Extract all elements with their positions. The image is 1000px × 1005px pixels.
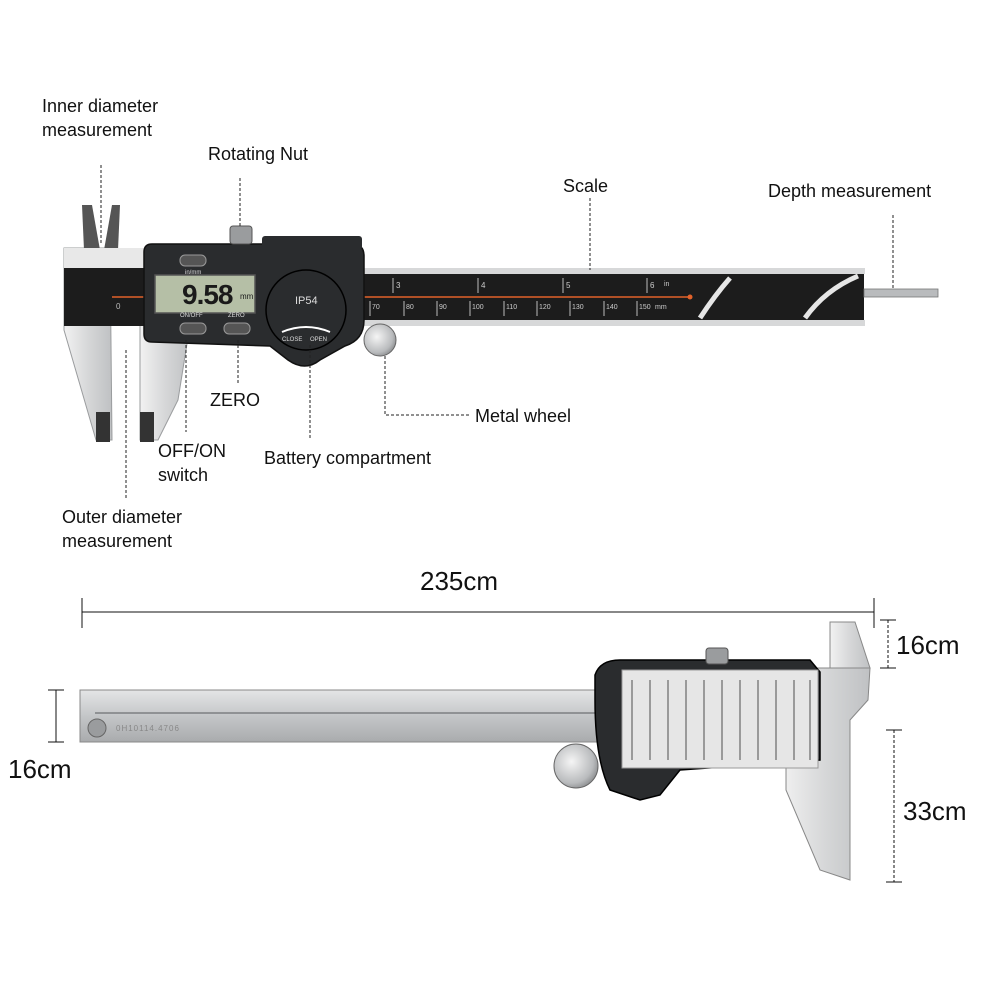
inner-jaw-left (82, 205, 100, 250)
dimension-jaw-top: 16cm (896, 630, 960, 660)
dimension-bar-height: 16cm (8, 754, 72, 784)
inch-tick: 3 (396, 281, 401, 290)
mm-tick: 120 (539, 304, 551, 311)
depth-rod (863, 288, 939, 298)
mm-tick: 110 (506, 304, 518, 311)
inch-tick: 6 (650, 281, 655, 290)
callout-outer-diameter-2: measurement (62, 531, 173, 551)
lcd-screen (154, 274, 256, 314)
display-unit: mm (240, 292, 254, 301)
top-jaw (829, 621, 871, 669)
battery-cover (265, 269, 347, 351)
inch-tick: 5 (566, 281, 571, 290)
top-caliper (63, 165, 939, 500)
callout-inner-diameter-2: measurement (42, 120, 153, 140)
mm-tick: 70 (372, 304, 380, 311)
callout-metal-wheel: Metal wheel (475, 406, 572, 426)
zero-button-shape (223, 322, 251, 335)
callout-depth-measurement: Depth measurement (768, 181, 932, 201)
mm-unit-label: mm (655, 304, 667, 311)
inmm-button (179, 254, 207, 267)
conversion-table (621, 669, 819, 769)
onoff-button-label[interactable]: ON/OFF (180, 313, 203, 319)
metal-wheel (363, 323, 397, 357)
bottom-caliper (48, 598, 902, 883)
callout-zero: ZERO (210, 390, 261, 410)
dimension-length: 235cm (420, 566, 499, 596)
metal-wheel-bottom (553, 743, 599, 789)
end-screw (87, 718, 107, 738)
callout-off-on-1: OFF/ON (158, 441, 226, 461)
battery-open-label: OPEN (310, 337, 328, 343)
rotating-nut (229, 225, 253, 245)
mm-tick: 140 (606, 304, 618, 311)
battery-close-label: CLOSE (282, 337, 303, 343)
zero-button-label[interactable]: ZERO (228, 313, 245, 319)
mm-tick: 80 (406, 304, 414, 311)
callout-inner-diameter-1: Inner diameter (42, 96, 159, 116)
callout-off-on-2: switch (158, 465, 209, 485)
callout-outer-diameter-1: Outer diameter (62, 507, 183, 527)
callout-scale: Scale (563, 176, 609, 196)
callout-battery-compartment: Battery compartment (264, 448, 432, 468)
dimension-jaw-bottom: 33cm (903, 796, 967, 826)
mm-tick: 130 (572, 304, 584, 311)
callout-rotating-nut: Rotating Nut (208, 144, 309, 164)
inch-unit-label: in (664, 281, 670, 288)
serial-engraving: 0H10114.4706 (116, 724, 180, 733)
display-reading: 9.58 (182, 279, 233, 310)
mm-tick: 100 (472, 304, 484, 311)
zero-tick-label: 0 (116, 302, 121, 311)
mm-tick: 90 (439, 304, 447, 311)
rotating-nut-bottom (705, 647, 729, 665)
inch-tick: 4 (481, 281, 486, 290)
rating-label: IP54 (295, 295, 318, 307)
mm-tick: 150 (639, 304, 651, 311)
inmm-label: in/mm (185, 270, 202, 276)
onoff-button-shape (179, 322, 207, 335)
inner-jaw-right (104, 205, 120, 250)
beam-steel (79, 689, 681, 743)
